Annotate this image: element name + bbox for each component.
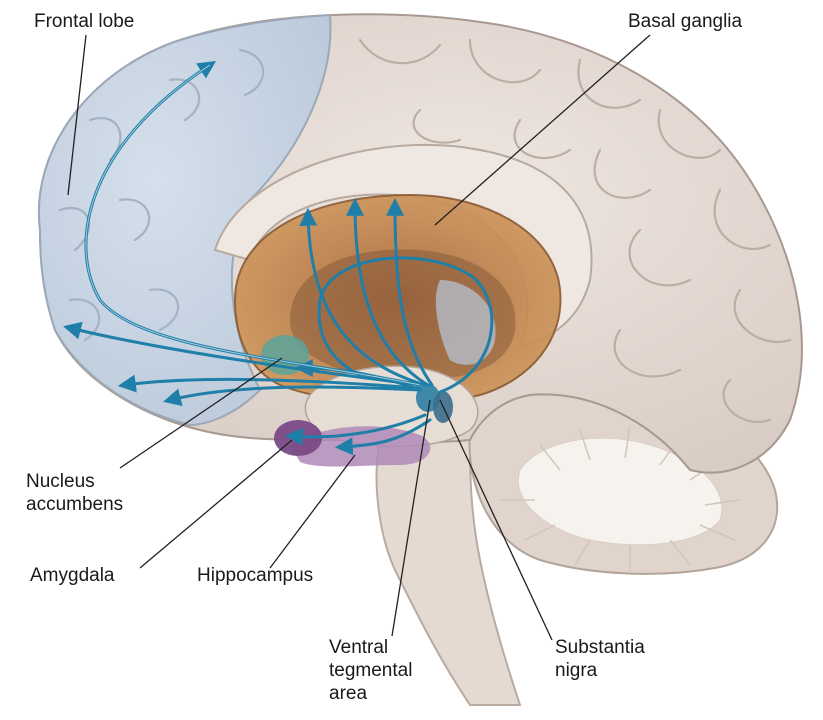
- label-vta-line1: Ventral: [329, 636, 412, 659]
- label-ventral-tegmental-area: Ventral tegmental area: [329, 636, 412, 705]
- label-vta-line2: tegmental: [329, 659, 412, 682]
- leader-hippocampus: [270, 455, 355, 568]
- label-vta-line3: area: [329, 682, 412, 705]
- label-nucleus-accumbens: Nucleus accumbens: [26, 470, 123, 516]
- label-amygdala: Amygdala: [30, 564, 115, 587]
- label-nucleus-accumbens-line1: Nucleus: [26, 470, 123, 493]
- label-basal-ganglia: Basal ganglia: [628, 10, 742, 33]
- label-hippocampus: Hippocampus: [197, 564, 313, 587]
- label-substantia-nigra-line1: Substantia: [555, 636, 645, 659]
- label-frontal-lobe: Frontal lobe: [34, 10, 134, 33]
- label-nucleus-accumbens-line2: accumbens: [26, 493, 123, 516]
- leader-amygdala: [140, 440, 292, 568]
- label-substantia-nigra-line2: nigra: [555, 659, 645, 682]
- label-substantia-nigra: Substantia nigra: [555, 636, 645, 682]
